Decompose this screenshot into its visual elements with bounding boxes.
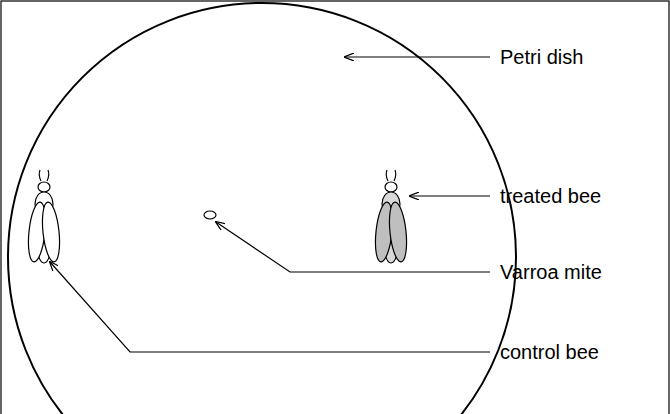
leader-lines xyxy=(50,57,490,352)
part-label: control bee xyxy=(500,340,599,364)
treated-bee xyxy=(373,170,409,263)
part-label: Petri dish xyxy=(500,45,583,69)
petri-dish xyxy=(8,3,516,414)
control-bee xyxy=(26,170,62,263)
part-label: treated bee xyxy=(500,184,601,208)
part-label: Varroa mite xyxy=(500,260,602,284)
varroa-mite xyxy=(204,211,216,219)
